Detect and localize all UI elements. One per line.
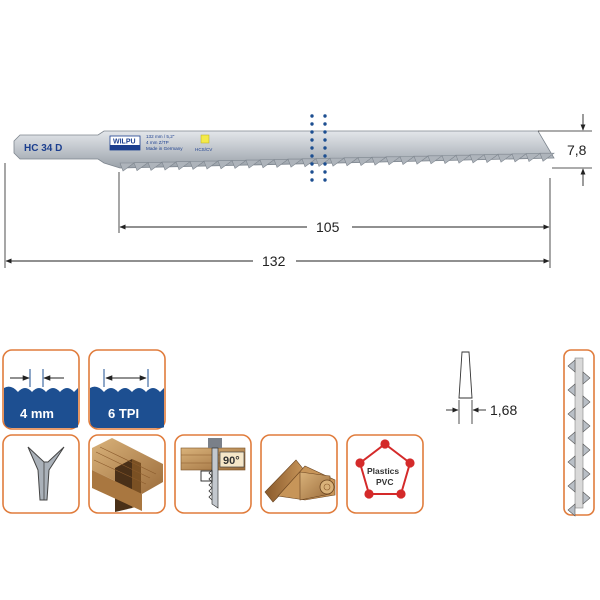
icon-tooth-shape xyxy=(2,434,80,514)
icon-tooth-pitch: 4 mm xyxy=(2,349,80,430)
tooth-set-profile xyxy=(563,349,595,517)
dimension-width: 7,8 xyxy=(538,114,592,186)
blade-tooth xyxy=(343,157,359,167)
set-tooth xyxy=(567,383,576,397)
angle-label: 90° xyxy=(223,455,240,467)
brand-logo-text: WILPU xyxy=(113,139,136,146)
material-label-2: PVC xyxy=(376,477,393,487)
break-dot xyxy=(310,130,314,134)
blade-tooth xyxy=(287,158,303,168)
blade-tooth xyxy=(385,156,401,166)
blade-tooth xyxy=(245,159,261,169)
icon-tpi: 6 TPI xyxy=(88,349,166,430)
blade-tooth xyxy=(441,155,457,164)
blade-tooth xyxy=(539,152,555,162)
set-tooth xyxy=(567,479,576,493)
icon-straight-cut-90: 90° xyxy=(174,434,252,514)
break-dot xyxy=(310,154,314,158)
blade-tooth xyxy=(259,159,275,169)
break-dot xyxy=(310,122,314,126)
blade-tooth xyxy=(161,161,177,171)
blade-tooth xyxy=(301,158,317,168)
tooth-pitch-label: 4 mm xyxy=(20,406,54,421)
blade-tooth xyxy=(413,155,429,165)
blade-tooth xyxy=(119,162,135,172)
break-dot xyxy=(323,146,327,150)
blade-tooth xyxy=(483,154,499,164)
jigsaw-blade: WILPU HC 34 D 132 mm / 5,2" 4 mm Z/TP Ma… xyxy=(13,114,555,182)
dimension-total-length: 132 xyxy=(4,163,551,269)
set-tooth xyxy=(582,443,591,457)
spec-line-3: Made in Germany xyxy=(146,146,183,151)
blade-tooth xyxy=(147,162,163,171)
blade-teeth xyxy=(119,152,555,172)
dimension-cutting-length: 105 xyxy=(118,172,551,235)
total-length-label: 132 xyxy=(262,253,286,269)
blade-tooth xyxy=(525,153,541,163)
break-dot xyxy=(310,146,314,150)
break-dot xyxy=(310,138,314,142)
blade-tooth xyxy=(511,153,527,163)
blade-thickness-profile: 1,68 xyxy=(446,351,517,424)
blade-tooth xyxy=(399,156,415,165)
blade-tooth xyxy=(231,160,247,169)
material-label-1: Plastics xyxy=(367,466,399,476)
spec-line-1: 132 mm / 5,2" xyxy=(146,134,175,139)
break-dot xyxy=(323,130,327,134)
blade-code: HC 34 D xyxy=(24,143,62,154)
material-color-square xyxy=(200,134,210,144)
blade-tooth xyxy=(273,159,289,168)
blade-tooth xyxy=(469,154,485,164)
blade-tooth xyxy=(329,157,345,167)
blade-tooth xyxy=(455,154,471,164)
set-tooth xyxy=(582,491,591,505)
blade-tooth xyxy=(371,156,387,166)
break-dot xyxy=(323,170,327,174)
set-tooth xyxy=(582,419,591,433)
set-tooth xyxy=(582,371,591,385)
width-label: 7,8 xyxy=(567,142,587,158)
blade-tooth xyxy=(175,161,191,171)
spec-line-2: 4 mm Z/TP xyxy=(146,140,169,145)
tpi-label: 6 TPI xyxy=(108,406,139,421)
set-tooth xyxy=(582,467,591,481)
blade-tooth xyxy=(217,160,233,170)
set-tooth xyxy=(567,407,576,421)
break-dot xyxy=(323,162,327,166)
break-dot xyxy=(310,114,314,118)
break-dot xyxy=(323,138,327,142)
icon-wood-beams xyxy=(260,434,338,514)
break-marker-dots xyxy=(310,114,327,182)
set-tooth xyxy=(582,395,591,409)
set-tooth xyxy=(567,359,576,373)
break-dot xyxy=(310,178,314,182)
break-dot xyxy=(323,114,327,118)
break-dot xyxy=(310,162,314,166)
set-tooth xyxy=(567,455,576,469)
blade-tooth xyxy=(427,155,443,165)
break-dot xyxy=(323,178,327,182)
icon-wood-cut xyxy=(88,434,166,514)
break-dot xyxy=(310,170,314,174)
set-teeth xyxy=(567,359,591,517)
blade-tooth xyxy=(497,153,513,163)
blade-tooth xyxy=(357,157,373,166)
set-tooth xyxy=(567,503,576,517)
break-dot xyxy=(323,122,327,126)
cutting-length-label: 105 xyxy=(316,219,340,235)
blade-tooth xyxy=(133,162,149,172)
blade-material: HCS/CV xyxy=(195,147,213,152)
set-tooth xyxy=(567,431,576,445)
blade-tooth xyxy=(203,160,219,170)
thickness-label: 1,68 xyxy=(490,402,517,418)
blade-tooth xyxy=(189,161,205,170)
icon-material-plastics-pvc: Plastics PVC xyxy=(346,434,424,514)
break-dot xyxy=(323,154,327,158)
